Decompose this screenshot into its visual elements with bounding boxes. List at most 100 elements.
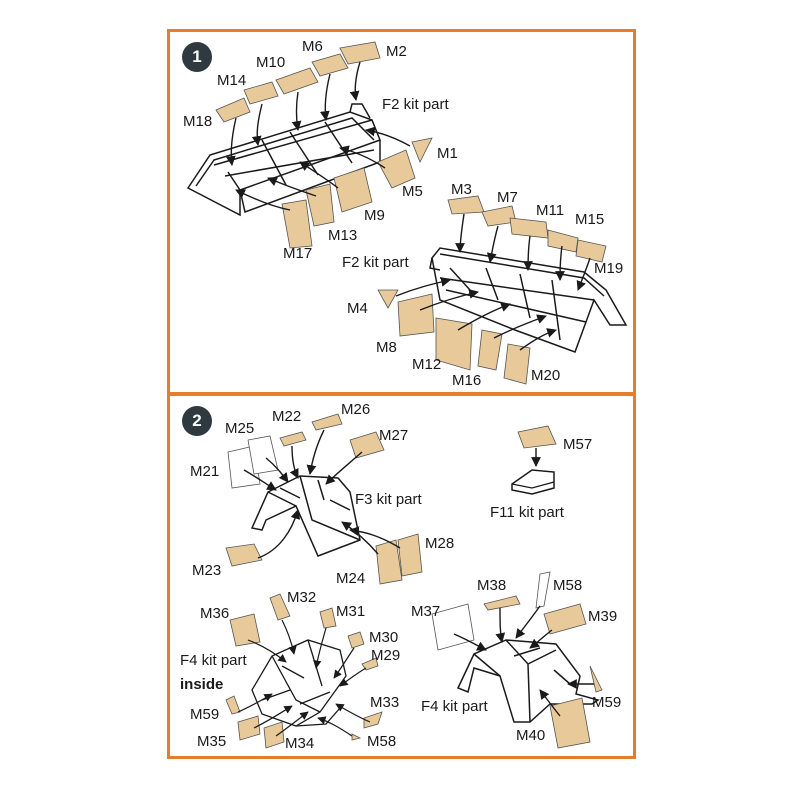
- label-m3: M3: [451, 181, 472, 198]
- f4-outside-frame: [456, 639, 600, 723]
- label-m59-inside: M59: [190, 706, 220, 723]
- label-m23: M23: [192, 562, 222, 579]
- label-m35: M35: [197, 733, 227, 750]
- mask-m59a: [225, 695, 241, 715]
- mask-m35: [237, 715, 261, 741]
- mask-m5: [377, 149, 416, 189]
- label-m18: M18: [183, 113, 213, 130]
- label-m40: M40: [516, 727, 546, 744]
- label-m26: M26: [341, 401, 371, 418]
- label-f3-kit-part: F3 kit part: [355, 491, 422, 508]
- label-m24: M24: [336, 570, 366, 587]
- label-m13: M13: [328, 227, 358, 244]
- mask-m59b: [589, 665, 603, 693]
- label-m34: M34: [285, 735, 315, 752]
- label-m31: M31: [336, 603, 366, 620]
- mask-m31: [319, 607, 337, 629]
- mask-m14: [243, 81, 279, 105]
- mask-m57: [517, 425, 557, 449]
- label-m19: M19: [594, 260, 624, 277]
- f11-part: [511, 425, 557, 495]
- label-m17: M17: [283, 245, 313, 262]
- mask-m15: [547, 229, 579, 253]
- mask-m3: [447, 195, 485, 215]
- mask-m6: [311, 53, 349, 77]
- arrows-upper: [225, 61, 411, 211]
- step-1-badge: 1: [182, 42, 212, 72]
- label-m38: M38: [477, 577, 507, 594]
- label-m28: M28: [425, 535, 455, 552]
- label-m7: M7: [497, 189, 518, 206]
- label-m33: M33: [370, 694, 400, 711]
- mask-m8: [397, 293, 435, 337]
- mask-m27: [349, 431, 385, 459]
- label-m59-outside: M59: [592, 694, 622, 711]
- mask-m11: [509, 217, 549, 239]
- label-m9: M9: [364, 207, 385, 224]
- f4-inside-frame: [251, 639, 347, 727]
- label-f2-kit-part-1: F2 kit part: [382, 96, 449, 113]
- label-m58-outside: M58: [553, 577, 583, 594]
- mask-m22: [279, 431, 307, 447]
- mask-m12: [435, 317, 473, 371]
- mask-pieces-lower: [377, 195, 607, 385]
- arrows-lower: [395, 213, 591, 351]
- f3-frame: [250, 475, 361, 557]
- label-m11: M11: [536, 202, 565, 219]
- f3-arrows: [243, 429, 401, 559]
- mask-m26: [311, 413, 343, 431]
- label-m58-inside: M58: [367, 733, 397, 750]
- label-m29: M29: [371, 647, 401, 664]
- mask-m19: [575, 239, 607, 263]
- mask-m18: [215, 97, 251, 123]
- label-m10: M10: [256, 54, 286, 71]
- label-f4-kit-part-outside: F4 kit part: [421, 698, 488, 715]
- mask-m33: [363, 711, 383, 729]
- mask-m4: [377, 289, 399, 309]
- mask-m13: [305, 183, 335, 227]
- mask-m10: [275, 67, 319, 95]
- label-m22: M22: [272, 408, 302, 425]
- label-m27: M27: [379, 427, 409, 444]
- label-f2-kit-part-2: F2 kit part: [342, 254, 409, 271]
- mask-m58b: [535, 571, 551, 609]
- label-m1: M1: [437, 145, 458, 162]
- label-m2: M2: [386, 43, 407, 60]
- mask-m23: [225, 543, 263, 567]
- mask-m38: [483, 595, 521, 611]
- label-inside: inside: [180, 676, 224, 693]
- label-m20: M20: [531, 367, 561, 384]
- mask-m17: [281, 199, 313, 249]
- label-m4: M4: [347, 300, 368, 317]
- mask-m40: [549, 697, 591, 749]
- mask-m28: [397, 533, 423, 577]
- mask-m20: [503, 343, 531, 385]
- mask-m34: [263, 721, 285, 749]
- label-m6: M6: [302, 38, 323, 55]
- canopy-frame-upper: [186, 103, 381, 217]
- mask-pieces-upper: [215, 41, 433, 249]
- mask-m58a: [351, 733, 362, 741]
- mask-m1: [411, 137, 433, 163]
- label-m5: M5: [402, 183, 423, 200]
- f3-masks: [225, 413, 423, 585]
- label-m57: M57: [563, 436, 593, 453]
- label-m8: M8: [376, 339, 397, 356]
- mask-m32: [269, 593, 291, 621]
- mask-m29: [361, 657, 379, 671]
- mask-m36: [229, 613, 261, 647]
- label-f11-kit-part: F11 kit part: [490, 504, 564, 521]
- label-f4-kit-part-inside: F4 kit part: [180, 652, 247, 669]
- label-m39: M39: [588, 608, 618, 625]
- mask-m2: [339, 41, 381, 65]
- label-m14: M14: [217, 72, 247, 89]
- step-2-badge: 2: [182, 406, 212, 436]
- f4-inside-arrows: [237, 619, 371, 737]
- mask-m9: [333, 167, 373, 213]
- label-m32: M32: [287, 589, 317, 606]
- mask-m30: [347, 631, 365, 649]
- label-m25: M25: [225, 420, 255, 437]
- label-m36: M36: [200, 605, 230, 622]
- f4-inside-masks: [225, 593, 383, 749]
- mask-m16: [477, 329, 503, 371]
